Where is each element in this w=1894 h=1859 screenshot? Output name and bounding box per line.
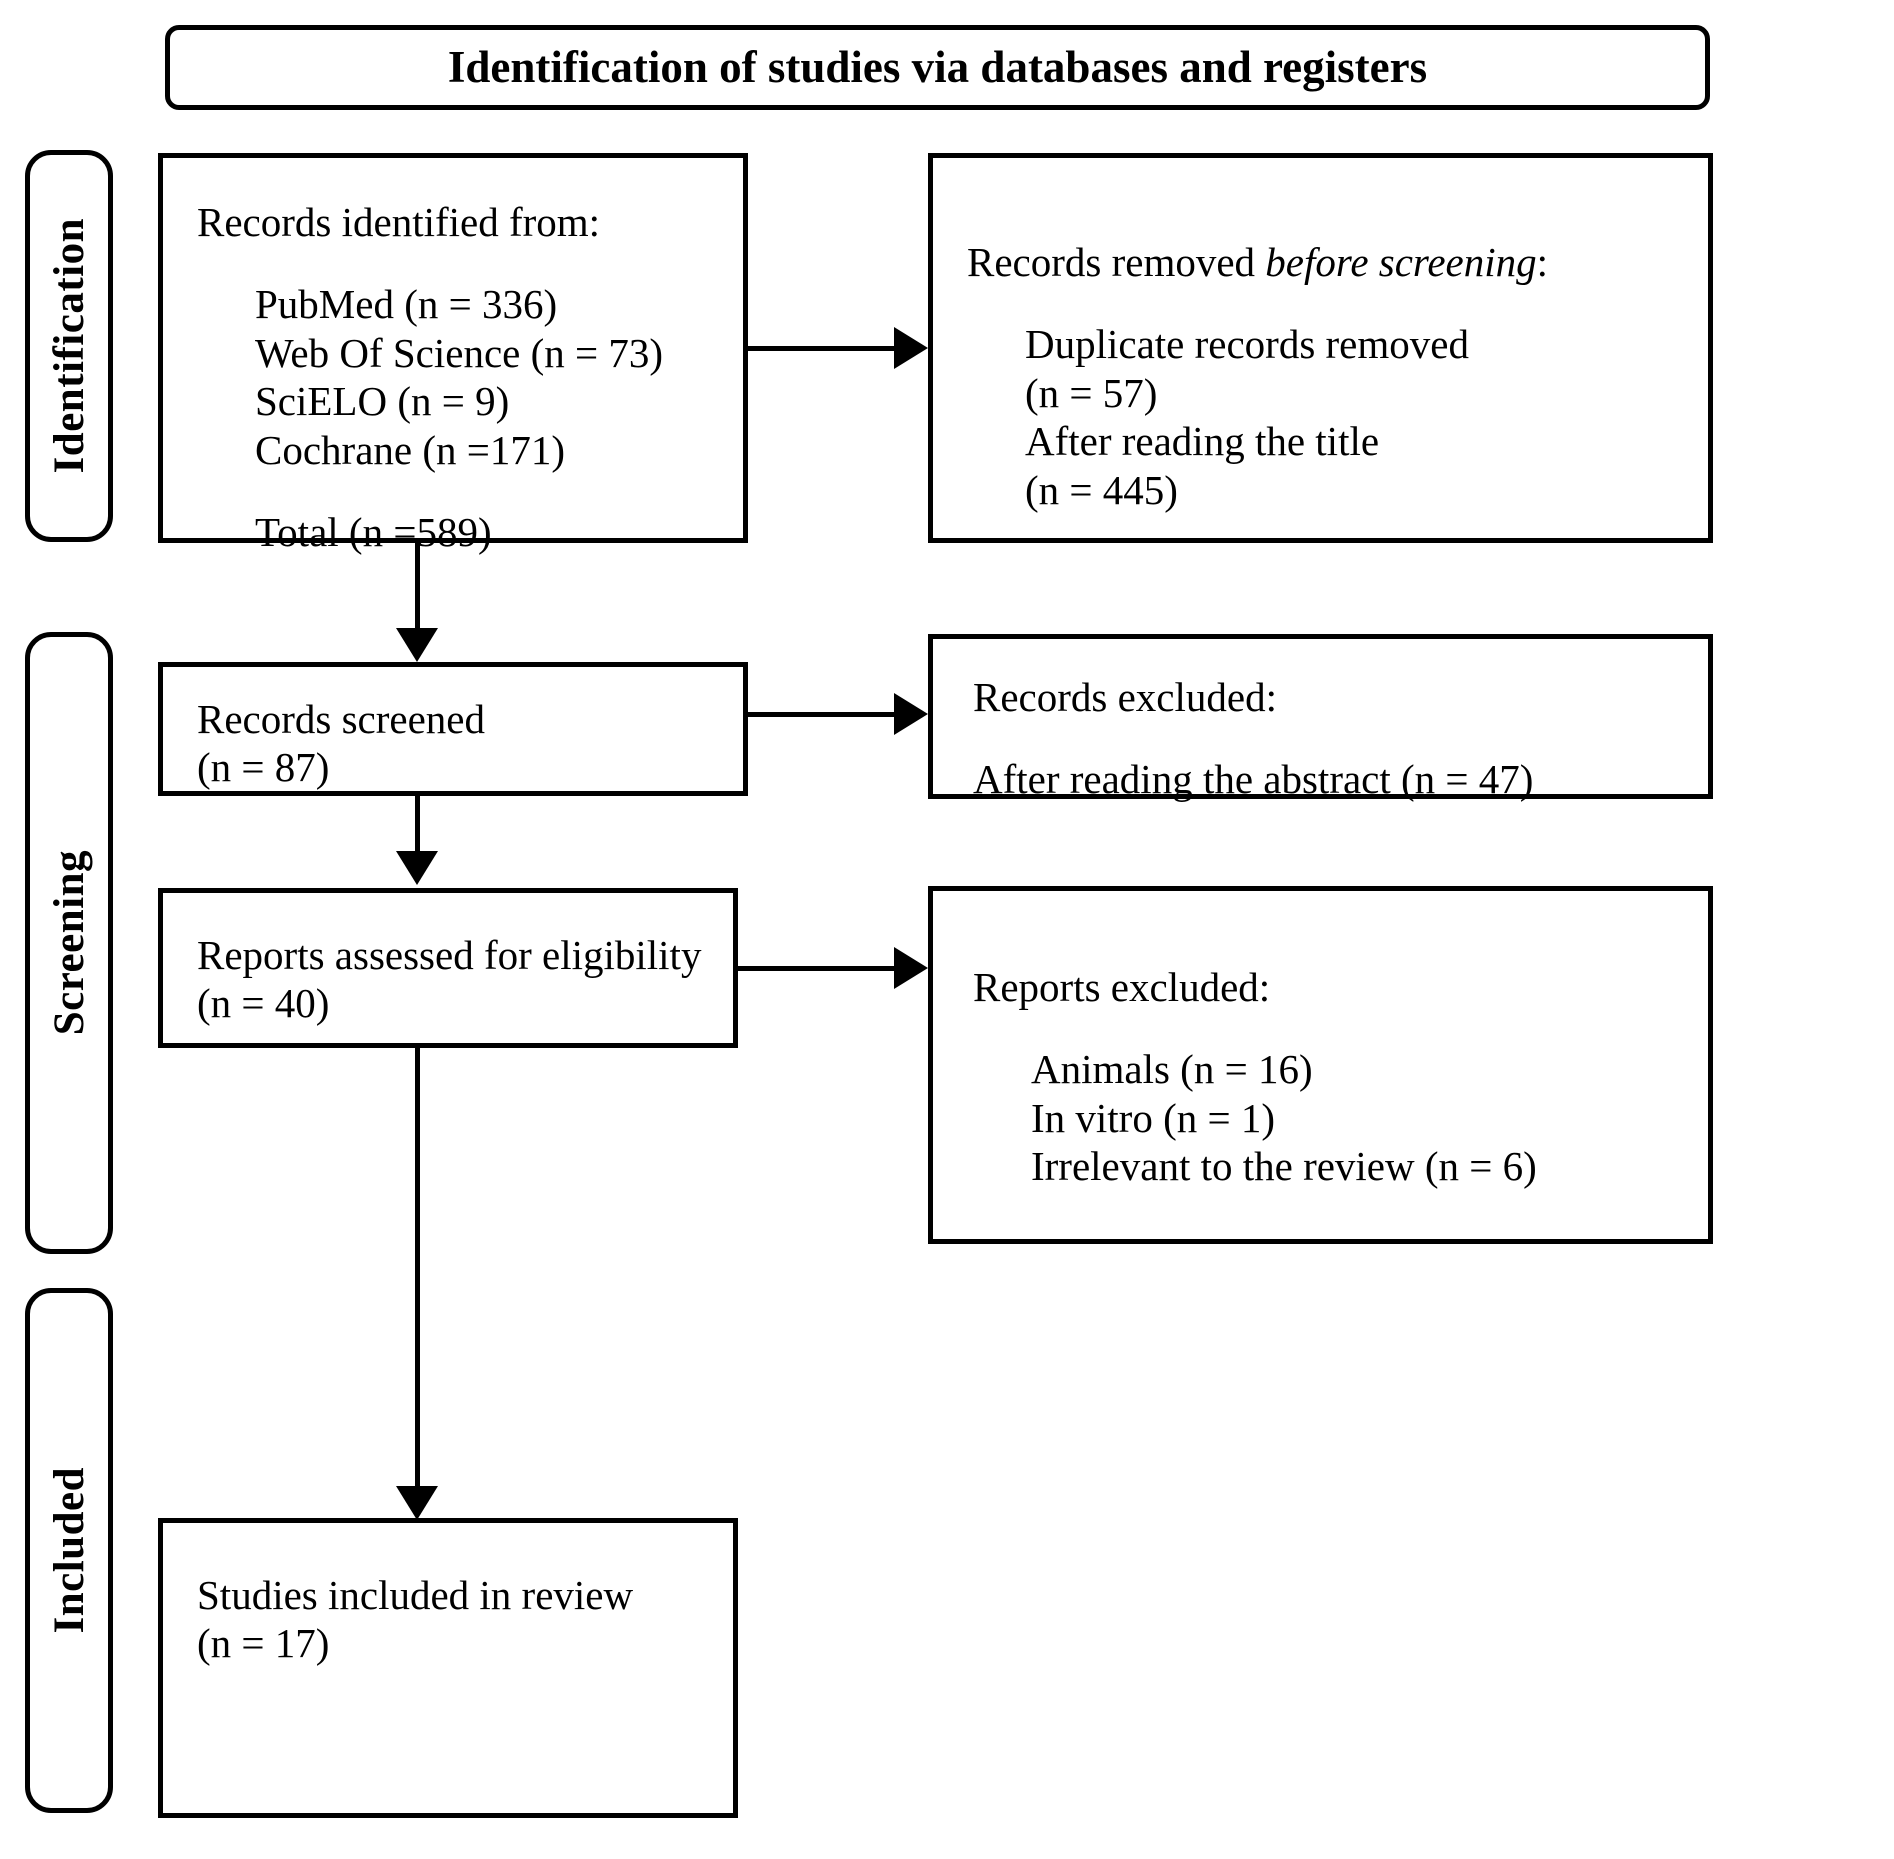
- phase-label-screening: Screening: [45, 850, 93, 1036]
- arrowhead-assessed-to-reports-excluded: [894, 947, 928, 989]
- removed-duplicates-label: Duplicate records removed: [1025, 321, 1469, 368]
- box-reports-assessed: Reports assessed for eligibility (n = 40…: [158, 888, 738, 1048]
- reports-assessed-count: (n = 40): [197, 980, 330, 1027]
- arrow-screened-to-assessed: [415, 796, 420, 858]
- source-web-of-science: Web Of Science (n = 73): [255, 329, 664, 376]
- removed-after-title-label: After reading the title: [1025, 418, 1380, 465]
- phase-label-identification: Identification: [45, 218, 93, 474]
- reports-excluded-heading: Reports excluded:: [973, 964, 1271, 1010]
- phase-bar-identification: Identification: [25, 150, 113, 542]
- source-scielo: SciELO (n = 9): [255, 378, 510, 425]
- studies-included-label: Studies included in review: [197, 1572, 634, 1618]
- records-identified-heading: Records identified from:: [197, 199, 601, 245]
- arrowhead-screened-to-assessed: [396, 851, 438, 885]
- records-removed-heading-italic: before screening: [1265, 239, 1537, 285]
- page-title: Identification of studies via databases …: [447, 41, 1428, 92]
- phase-bar-included: Included: [25, 1288, 113, 1813]
- box-records-removed: Records removed before screening: Duplic…: [928, 153, 1713, 543]
- arrowhead-identified-to-screened: [396, 628, 438, 662]
- arrow-screened-to-excluded: [748, 712, 894, 717]
- box-records-excluded: Records excluded: After reading the abst…: [928, 634, 1713, 802]
- arrowhead-screened-to-excluded: [894, 693, 928, 735]
- box-records-identified: Records identified from: PubMed (n = 336…: [158, 153, 748, 555]
- arrowhead-identified-to-removed: [894, 327, 928, 369]
- source-cochrane: Cochrane (n =171): [255, 426, 566, 473]
- reports-excluded-irrelevant: Irrelevant to the review (n = 6): [1031, 1143, 1537, 1190]
- box-reports-excluded: Reports excluded: Animals (n = 16) In vi…: [928, 886, 1713, 1244]
- box-records-screened: Records screened (n = 87): [158, 662, 748, 796]
- arrow-identified-to-removed: [748, 346, 894, 351]
- arrow-assessed-to-included: [415, 1048, 420, 1492]
- studies-included-count: (n = 17): [197, 1620, 330, 1667]
- arrow-identified-to-screened: [415, 543, 420, 635]
- records-excluded-detail: After reading the abstract (n = 47): [973, 756, 1534, 803]
- records-removed-heading: Records removed before screening:: [967, 238, 1688, 286]
- reports-excluded-in-vitro: In vitro (n = 1): [1031, 1094, 1276, 1141]
- phase-bar-screening: Screening: [25, 632, 113, 1254]
- records-screened-label: Records screened: [197, 696, 486, 742]
- removed-duplicates-count: (n = 57): [1025, 369, 1158, 416]
- reports-excluded-animals: Animals (n = 16): [1031, 1046, 1313, 1093]
- arrowhead-assessed-to-included: [396, 1486, 438, 1520]
- phase-label-included: Included: [45, 1467, 93, 1634]
- records-excluded-heading: Records excluded:: [973, 674, 1277, 720]
- arrow-assessed-to-reports-excluded: [738, 966, 894, 971]
- reports-assessed-label: Reports assessed for eligibility: [197, 932, 702, 978]
- records-removed-heading-suffix: :: [1536, 239, 1549, 285]
- removed-after-title-count: (n = 445): [1025, 466, 1178, 513]
- records-identified-total: Total (n =589): [255, 508, 492, 555]
- box-studies-included: Studies included in review (n = 17): [158, 1518, 738, 1818]
- records-removed-heading-plain: Records removed: [967, 239, 1266, 285]
- records-screened-count: (n = 87): [197, 744, 330, 791]
- diagram-title-banner: Identification of studies via databases …: [165, 25, 1710, 110]
- source-pubmed: PubMed (n = 336): [255, 281, 558, 328]
